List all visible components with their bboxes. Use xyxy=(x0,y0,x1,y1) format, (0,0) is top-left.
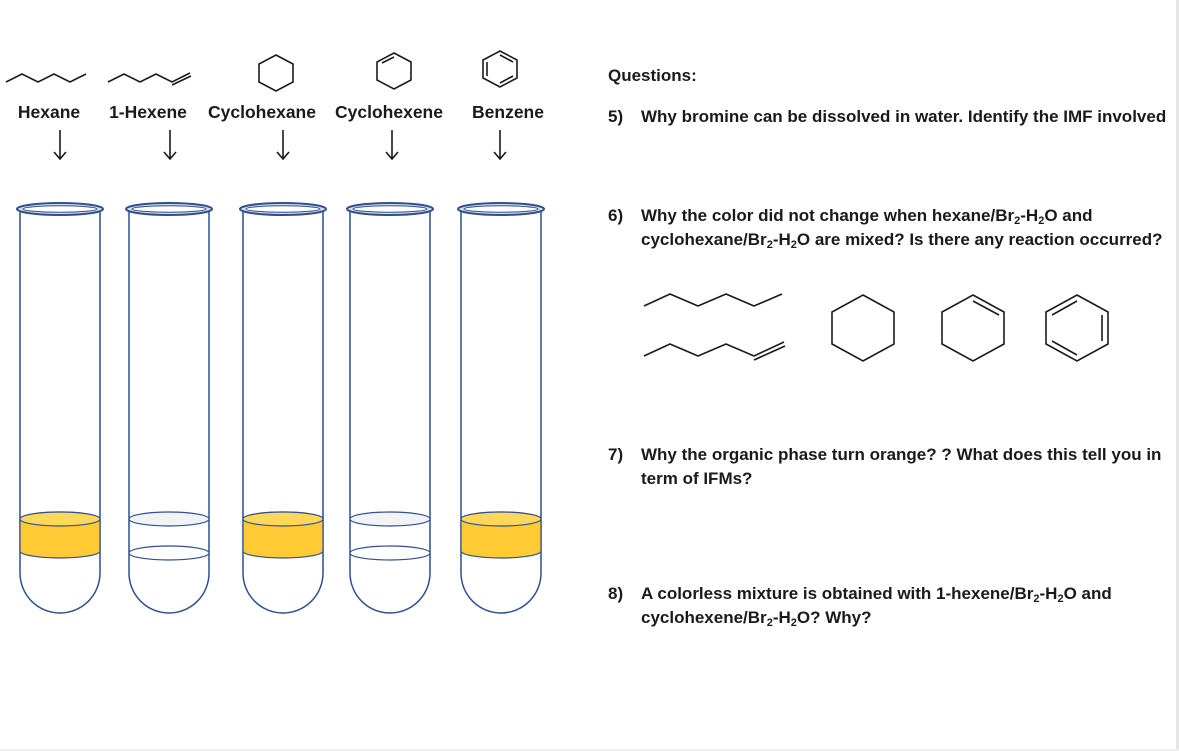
question-number: 7) xyxy=(608,445,624,464)
label-hexane: Hexane xyxy=(17,102,81,122)
down-arrow-icon xyxy=(493,130,507,161)
question-8: 8) A colorless mixture is obtained with … xyxy=(608,582,1168,630)
cyclohexane-structure xyxy=(258,54,294,92)
down-arrow-icon xyxy=(163,130,177,161)
question-number: 8) xyxy=(608,584,624,603)
test-tube-cyclohexane xyxy=(239,202,327,614)
1-hexene-structure xyxy=(643,341,786,361)
page-edge xyxy=(0,749,1179,751)
label-cyclohexene: Cyclohexene xyxy=(335,102,443,122)
down-arrow-icon xyxy=(276,130,290,161)
question-7: 7) Why the organic phase turn orange? ? … xyxy=(608,443,1168,491)
cyclohexene-structure xyxy=(941,294,1005,362)
page-edge xyxy=(1176,0,1179,751)
test-tube-benzene xyxy=(457,202,545,614)
label-benzene: Benzene xyxy=(472,102,544,122)
question-5: 5) Why bromine can be dissolved in water… xyxy=(608,105,1168,129)
label-cyclohexane: Cyclohexane xyxy=(208,102,316,122)
question-text: Why bromine can be dissolved in water. I… xyxy=(641,107,1167,126)
question-number: 6) xyxy=(608,206,624,225)
1-hexene-structure xyxy=(107,72,192,86)
down-arrow-icon xyxy=(53,130,67,161)
question-text: Why the organic phase turn orange? ? Wha… xyxy=(641,445,1162,488)
benzene-structure xyxy=(482,50,518,88)
down-arrow-icon xyxy=(385,130,399,161)
question-6: 6) Why the color did not change when hex… xyxy=(608,204,1168,252)
questions-heading: Questions: xyxy=(608,66,697,85)
hexane-structure xyxy=(643,293,783,307)
label-1-hexene: 1-Hexene xyxy=(109,102,187,122)
test-tube-hexane xyxy=(16,202,104,614)
test-tube-1-hexene xyxy=(125,202,213,614)
cyclohexene-structure xyxy=(376,52,412,90)
cyclohexane-structure xyxy=(831,294,895,362)
question-text: A colorless mixture is obtained with 1-h… xyxy=(641,584,1112,629)
hexane-structure xyxy=(5,73,87,83)
question-number: 5) xyxy=(608,107,624,126)
question-text: Why the color did not change when hexane… xyxy=(641,206,1163,251)
test-tube-cyclohexene xyxy=(346,202,434,614)
benzene-structure xyxy=(1045,294,1109,362)
